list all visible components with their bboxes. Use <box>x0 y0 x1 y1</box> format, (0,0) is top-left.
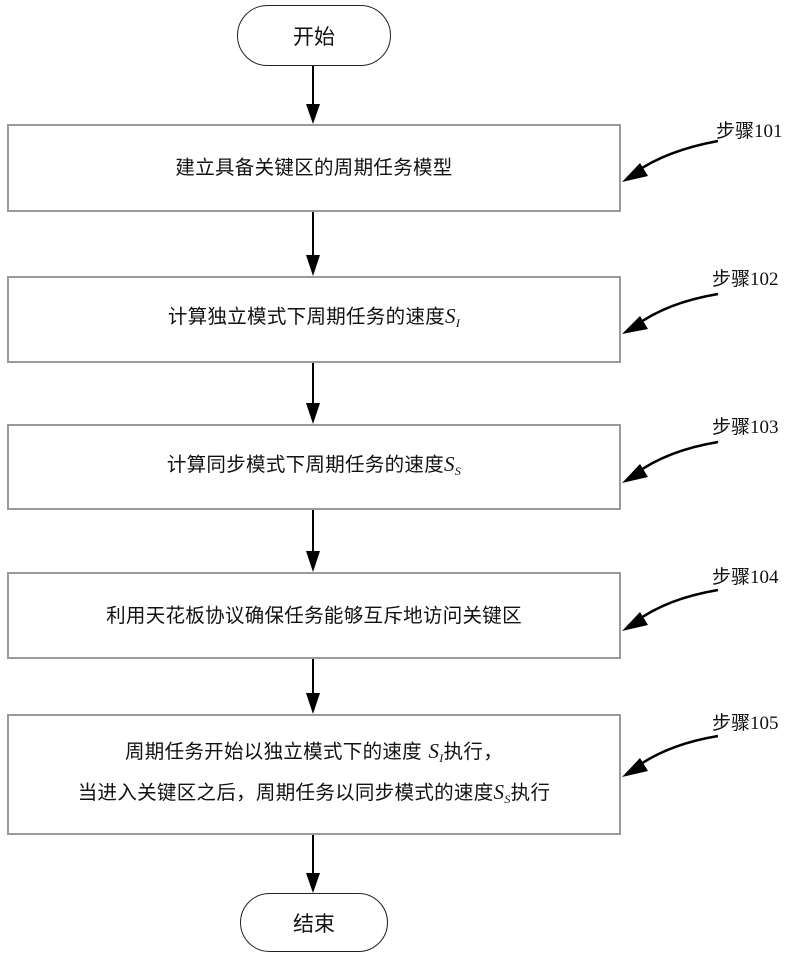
end-terminator: 结束 <box>240 893 388 952</box>
flow-arrow-101-to-102 <box>306 212 320 276</box>
step-content-103: 计算同步模式下周期任务的速度SS <box>167 447 461 488</box>
step-text-101: 建立具备关键区的周期任务模型 <box>175 151 452 185</box>
step-text-103: 计算同步模式下周期任务的速度 <box>167 453 444 476</box>
step-text-102: 计算独立模式下周期任务的速度 <box>168 305 445 328</box>
pointer-arrow-104 <box>622 590 718 631</box>
pointer-arrow-101 <box>622 141 718 182</box>
flow-arrow-104-to-105 <box>306 659 320 714</box>
step-box-103: 计算同步模式下周期任务的速度SS <box>7 424 621 510</box>
flow-arrow-103-to-104 <box>306 510 320 572</box>
step-box-104: 利用天花板协议确保任务能够互斥地访问关键区 <box>7 572 621 659</box>
step-label-105: 步骤105 <box>712 708 779 735</box>
step-content-102: 计算独立模式下周期任务的速度SI <box>168 299 460 340</box>
start-terminator: 开始 <box>237 5 391 66</box>
pointer-arrow-102 <box>622 294 718 334</box>
step-text-105-line2: 当进入关键区之后，周期任务以同步模式的速度SS执行 <box>78 775 551 816</box>
pointer-arrow-103 <box>622 442 718 483</box>
step-label-103: 步骤103 <box>712 412 779 439</box>
flow-arrow-105-to-end <box>306 835 320 893</box>
end-label: 结束 <box>293 908 335 938</box>
speed-variable-sync: SS <box>444 452 461 476</box>
speed-variable-independent: SI <box>445 304 460 328</box>
step-text-104: 利用天花板协议确保任务能够互斥地访问关键区 <box>106 599 522 633</box>
flow-arrow-102-to-103 <box>306 363 320 424</box>
step-box-102: 计算独立模式下周期任务的速度SI <box>7 276 621 363</box>
start-label: 开始 <box>293 21 335 51</box>
step-label-102: 步骤102 <box>712 264 779 291</box>
step-text-105-line1: 周期任务开始以独立模式下的速度 SI执行， <box>125 734 503 775</box>
speed-variable-sync: SS <box>494 780 511 804</box>
pointer-arrow-105 <box>622 736 718 777</box>
flow-arrow-start-to-101 <box>306 66 320 124</box>
step-box-101: 建立具备关键区的周期任务模型 <box>7 124 621 212</box>
step-box-105: 周期任务开始以独立模式下的速度 SI执行， 当进入关键区之后，周期任务以同步模式… <box>7 714 621 835</box>
step-label-101: 步骤101 <box>716 116 783 143</box>
step-label-104: 步骤104 <box>712 562 779 589</box>
speed-variable-independent: SI <box>428 739 443 763</box>
